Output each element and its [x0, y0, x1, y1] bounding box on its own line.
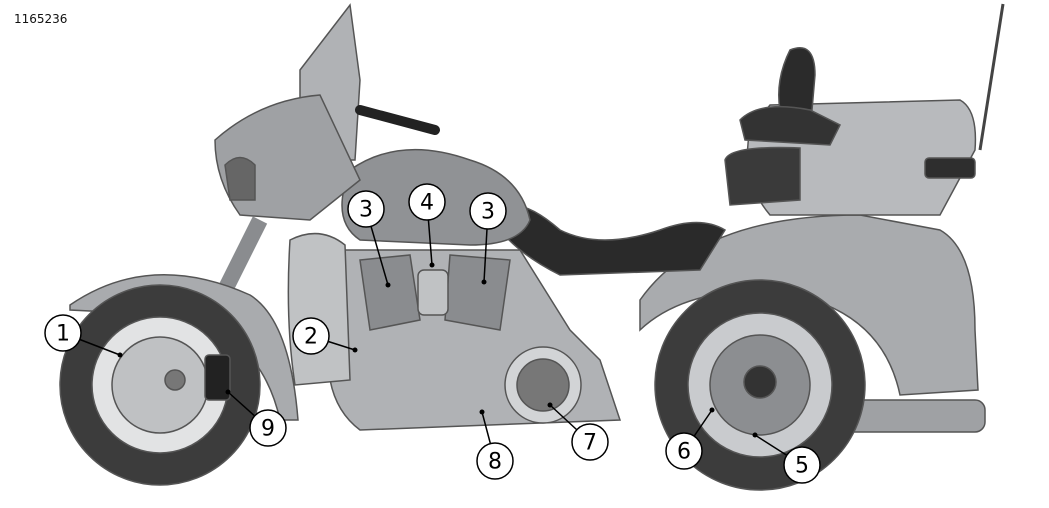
callout-2: 2: [292, 317, 358, 355]
callout-circle: [44, 314, 82, 352]
leader-dot: [547, 402, 553, 408]
callout-number: 3: [481, 200, 495, 225]
callout-circle: [571, 423, 609, 461]
callout-circle: [469, 192, 507, 230]
callout-number: 1: [56, 322, 70, 347]
callout-number: 2: [304, 325, 318, 350]
callout-number: 7: [583, 431, 597, 456]
callout-6: 6: [665, 407, 715, 470]
callout-8: 8: [476, 409, 514, 480]
callout-number: 8: [488, 450, 502, 475]
callout-circle: [476, 442, 514, 480]
callout-3: 3: [347, 190, 391, 288]
leader-dot: [225, 389, 231, 395]
leader-dot: [117, 352, 123, 358]
motorcycle-drawing: [59, 3, 1005, 491]
callout-7: 7: [547, 402, 609, 461]
callout-1: 1: [44, 314, 123, 358]
callout-circle: [783, 446, 821, 484]
leader-dot: [429, 262, 435, 268]
callout-number: 4: [420, 191, 434, 216]
callout-circle: [408, 183, 446, 221]
callout-circle: [292, 317, 330, 355]
leader-dot: [479, 409, 485, 415]
callouts: 1 2 3 4 3 9 8 7 6 5: [44, 183, 821, 484]
callout-5: 5: [752, 432, 821, 484]
leader-dot: [481, 279, 487, 285]
leader-dot: [352, 347, 358, 353]
figure-id: 1165236: [14, 12, 68, 26]
leader-dot: [709, 407, 715, 413]
callout-circle: [347, 190, 385, 228]
callout-number: 3: [359, 198, 373, 223]
callout-number: 9: [261, 417, 275, 442]
callout-circle: [665, 432, 703, 470]
callout-number: 5: [795, 454, 809, 479]
callout-4: 4: [408, 183, 446, 268]
callout-circle: [249, 409, 287, 447]
callout-number: 6: [677, 440, 691, 465]
callout-3: 3: [469, 192, 507, 285]
callout-9: 9: [225, 389, 287, 447]
leader-dot: [385, 282, 391, 288]
leader-dot: [752, 432, 758, 438]
